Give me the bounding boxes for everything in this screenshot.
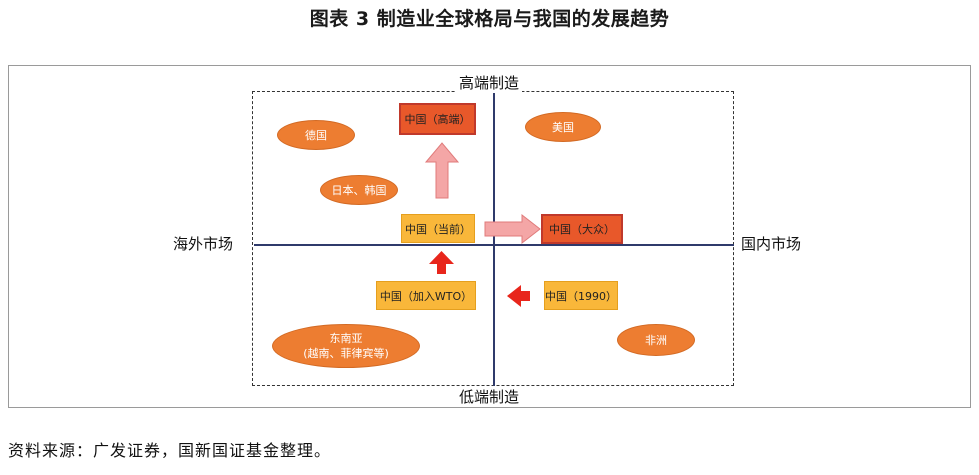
region-africa: 非洲 xyxy=(617,324,695,356)
node-china-wto: 中国（加入WTO） xyxy=(376,281,476,310)
region-sea-label-line1: 东南亚 xyxy=(329,332,363,345)
arrow-up-strong xyxy=(429,251,454,274)
node-china-high: 中国（高端） xyxy=(399,103,476,135)
figure-title: 图表 3 制造业全球格局与我国的发展趋势 xyxy=(309,8,670,30)
diagram-frame xyxy=(8,65,971,408)
node-china-mass: 中国（大众） xyxy=(541,214,623,244)
arrow-up-light xyxy=(424,142,460,199)
axis-label-top: 高端制造 xyxy=(456,72,523,93)
region-japan-korea-label: 日本、韩国 xyxy=(331,183,387,197)
region-usa: 美国 xyxy=(525,112,601,142)
region-sea-label-line2: (越南、菲律宾等) xyxy=(303,347,389,360)
region-germany-label: 德国 xyxy=(305,128,327,142)
region-africa-label: 非洲 xyxy=(645,333,667,347)
region-japan-korea: 日本、韩国 xyxy=(320,175,398,205)
axis-label-bottom: 低端制造 xyxy=(456,386,523,407)
axis-label-right: 国内市场 xyxy=(741,233,802,254)
region-southeast-asia: 东南亚 (越南、菲律宾等) xyxy=(272,324,420,368)
node-china-current: 中国（当前） xyxy=(401,214,475,243)
region-germany: 德国 xyxy=(277,120,355,150)
node-china-1990: 中国（1990） xyxy=(544,281,618,310)
arrow-left-strong xyxy=(507,285,530,307)
arrow-right-light xyxy=(484,213,541,245)
axis-label-left: 海外市场 xyxy=(173,233,234,254)
region-usa-label: 美国 xyxy=(552,120,574,134)
source-note: 资料来源：广发证券，国新国证基金整理。 xyxy=(8,441,332,460)
vertical-axis xyxy=(493,91,495,386)
